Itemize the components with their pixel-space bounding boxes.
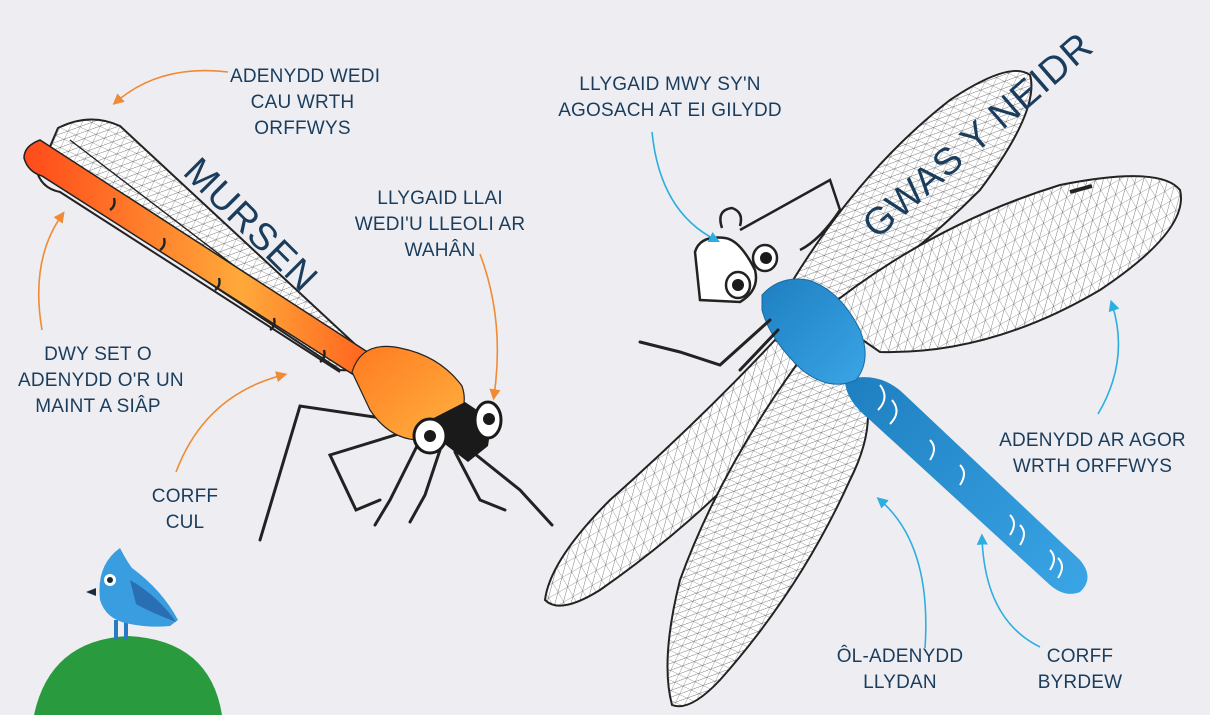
label-wings-open: ADENYDD AR AGOR WRTH ORFFWYS <box>985 428 1200 480</box>
dragonfly-eye-left <box>726 272 750 298</box>
label-body-narrow: CORFF CUL <box>140 484 230 536</box>
damselfly-eye-left <box>414 419 446 453</box>
dragonfly-eye-right <box>753 245 777 271</box>
label-body-thick: CORFF BYRDEW <box>1025 644 1135 696</box>
label-eyes-big: LLYGAID MWY SY'N AGOSACH AT EI GILYDD <box>555 72 785 124</box>
arrow-wings-open <box>1098 304 1118 414</box>
arrow-eyes-big <box>652 132 716 240</box>
hill-icon <box>34 636 222 715</box>
arrow-hindwings-wide <box>880 500 926 648</box>
dragonfly-illustration <box>545 71 1181 706</box>
label-wings-closed: ADENYDD WEDI CAU WRTH ORFFWYS <box>230 64 375 142</box>
arrow-two-wing-sets <box>39 215 62 330</box>
dragonfly-abdomen <box>845 377 1088 594</box>
label-eyes-small: LLYGAID LLAI WEDI'U LLEOLI AR WAHÂN <box>345 186 535 264</box>
arrow-body-narrow <box>176 375 283 472</box>
damselfly-eye-right <box>475 402 501 438</box>
damselfly-illustration <box>24 119 552 540</box>
arrow-wings-closed <box>116 71 228 102</box>
arrow-eyes-small <box>480 254 497 396</box>
bird-mascot-icon <box>86 548 178 640</box>
label-two-wing-sets: DWY SET O ADENYDD O'R UN MAINT A SIÂP <box>18 342 178 420</box>
label-hindwings-wide: ÔL-ADENYDD LLYDAN <box>830 644 970 696</box>
